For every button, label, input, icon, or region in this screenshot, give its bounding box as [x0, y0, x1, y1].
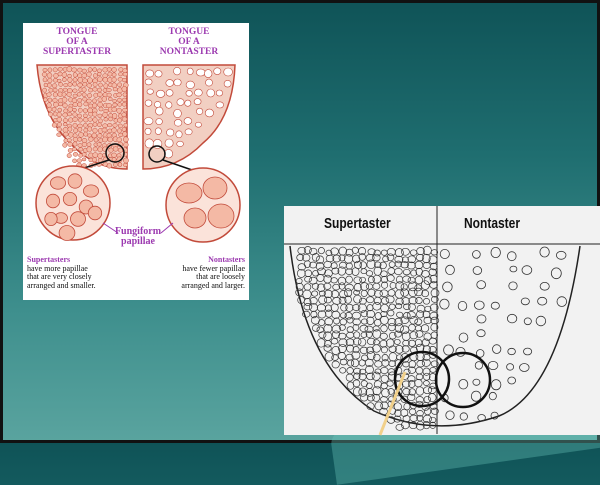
pointer-line — [380, 372, 405, 435]
pointer-overlay — [0, 0, 600, 443]
